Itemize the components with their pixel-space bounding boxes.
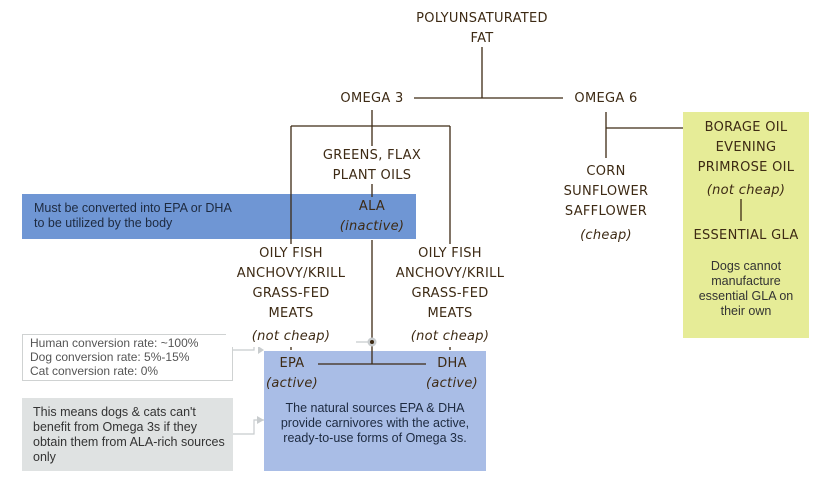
active-forms-note: The natural sources EPA & DHA provide ca… — [280, 401, 470, 445]
human-rate: Human conversion rate: ~100% — [30, 336, 199, 350]
borage-node: BORAGE OIL EVENING PRIMROSE OIL (not che… — [683, 118, 809, 201]
fish-left-line: ANCHOVY/KRILL — [236, 266, 346, 281]
ala-node: ALA (inactive) — [337, 197, 407, 237]
borage-line: EVENING — [715, 140, 777, 155]
conversion-rates: Human conversion rate: ~100% Dog convers… — [30, 336, 230, 378]
borage-line: PRIMROSE OIL — [697, 160, 795, 175]
fish-right-line: MEATS — [427, 306, 473, 321]
gla-box — [683, 112, 809, 338]
ala-note: Must be converted into EPA or DHA to be … — [34, 201, 232, 230]
gla-note: Dogs cannot manufacture essential GLA on… — [698, 259, 794, 318]
gray-note-box — [22, 398, 233, 471]
active-forms-box — [264, 351, 486, 471]
dha-state: (active) — [425, 376, 479, 391]
cat-rate: Cat conversion rate: 0% — [30, 364, 159, 378]
fish-right-line: GRASS-FED — [411, 286, 489, 301]
omega6-node: OMEGA 6 — [563, 89, 649, 109]
fish-right-price: (not cheap) — [410, 329, 490, 344]
fish-left-line: GRASS-FED — [252, 286, 330, 301]
corn-line: CORN — [586, 164, 626, 179]
polyunsaturated-fat-node: POLYUNSATURATED FAT — [382, 9, 582, 49]
fish-left-line: OILY FISH — [259, 246, 323, 261]
fish-right-line: OILY FISH — [418, 246, 482, 261]
greens-line2: PLANT OILS — [332, 168, 412, 183]
conversion-box — [22, 334, 233, 381]
root-line1: POLYUNSATURATED — [416, 11, 548, 26]
fish-left-line: MEATS — [268, 306, 314, 321]
epa-node: EPA (active) — [262, 354, 322, 394]
corn-node: CORN SUNFLOWER SAFFLOWER (cheap) — [540, 162, 672, 246]
epa-state: (active) — [265, 376, 319, 391]
gray-note: This means dogs & cats can't benefit fro… — [33, 405, 225, 464]
greens-line1: GREENS, FLAX — [322, 148, 422, 163]
corn-line: SUNFLOWER — [563, 184, 649, 199]
borage-line: BORAGE OIL — [704, 120, 788, 135]
fish-left-price: (not cheap) — [251, 329, 331, 344]
epa-name: EPA — [279, 356, 305, 371]
greens-flax-node: GREENS, FLAX PLANT OILS — [302, 146, 442, 186]
dha-name: DHA — [437, 356, 467, 371]
dog-rate: Dog conversion rate: 5%-15% — [30, 350, 190, 364]
ala-name: ALA — [358, 199, 386, 214]
corn-price: (cheap) — [580, 228, 632, 243]
oily-fish-left-node: OILY FISH ANCHOVY/KRILL GRASS-FED MEATS … — [226, 244, 356, 347]
fish-right-line: ANCHOVY/KRILL — [395, 266, 505, 281]
ala-box — [22, 194, 416, 239]
omega3-node: OMEGA 3 — [330, 89, 414, 109]
borage-price: (not cheap) — [706, 183, 786, 198]
ala-state: (inactive) — [339, 219, 405, 234]
dha-node: DHA (active) — [422, 354, 482, 394]
root-line2: FAT — [470, 31, 494, 46]
essential-gla-node: ESSENTIAL GLA — [693, 228, 799, 243]
oily-fish-right-node: OILY FISH ANCHOVY/KRILL GRASS-FED MEATS … — [385, 244, 515, 347]
corn-line: SAFFLOWER — [564, 204, 648, 219]
